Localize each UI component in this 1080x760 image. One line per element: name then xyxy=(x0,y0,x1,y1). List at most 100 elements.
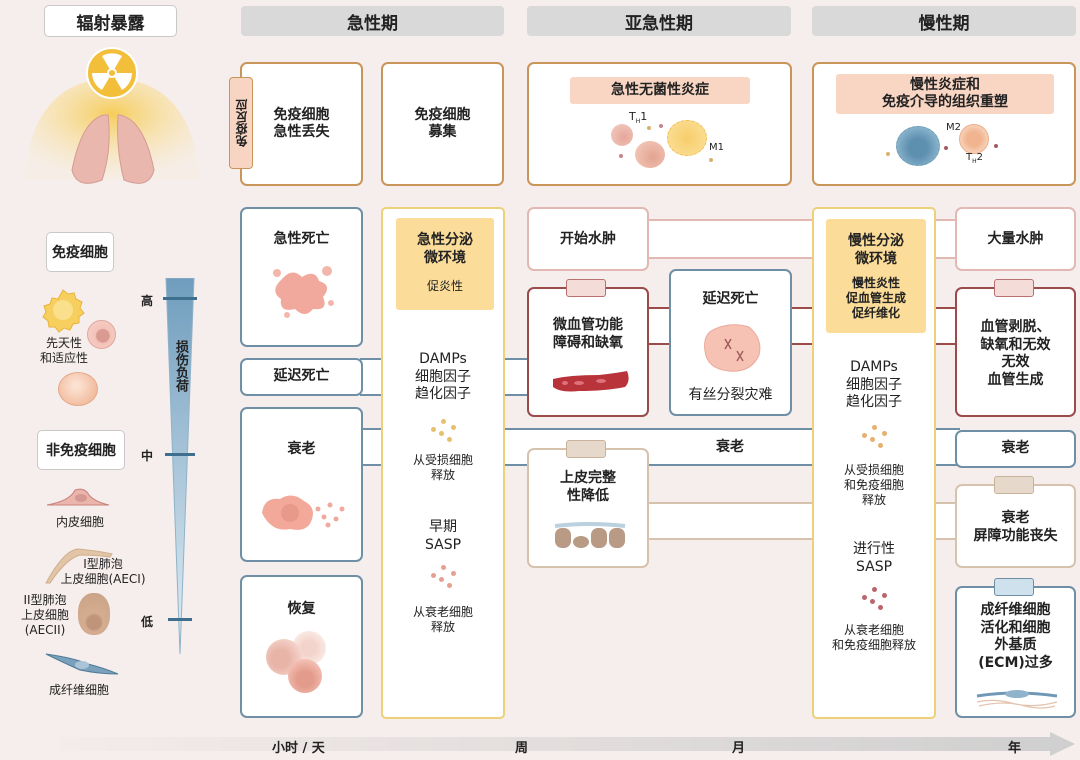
chronic-secretory-column: 慢性分泌 微环境 慢性炎性 促血管生成 促纤维化 DAMPs 细胞因子 趋化因子… xyxy=(812,207,936,719)
epithelial-integrity-card: 上皮完整 性降低 xyxy=(527,448,649,568)
acute-delayed-death-card: 延迟死亡 xyxy=(240,358,363,396)
acute-death-title: 急性死亡 xyxy=(273,231,330,247)
aecii-label: II型肺泡 上皮细胞 (AECII) xyxy=(20,593,69,637)
mitotic-catastrophe-label: 有丝分裂灾难 xyxy=(688,387,773,403)
chronic-factors-source: 从受损细胞 和免疫细胞 释放 xyxy=(843,463,904,507)
non-immune-cells-label: 非免疫细胞 xyxy=(37,430,125,470)
chronic-aeci-tab-icon xyxy=(994,476,1034,494)
blood-vessel-icon xyxy=(549,369,631,393)
acute-secretory-subtitle: 促炎性 xyxy=(426,279,463,293)
fibroblast-tab-icon xyxy=(994,578,1034,596)
acute-factors-list: DAMPs 细胞因子 趋化因子 xyxy=(415,351,471,402)
aeci-label: I型肺泡 上皮细胞(AECI) xyxy=(60,557,146,586)
barrier-loss-title: 衰老 屏障功能丧失 xyxy=(973,510,1058,544)
endothelial-tab-icon xyxy=(566,279,606,297)
th2-label: TH2 xyxy=(966,152,983,165)
level-low-label: 低 xyxy=(141,615,154,629)
chronic-factors-dots-icon xyxy=(860,423,890,449)
progressive-sasp-dots-icon xyxy=(860,585,890,611)
fibroblast-activation-title: 成纤维细胞 活化和细胞 外基质 (ECM)过多 xyxy=(978,602,1053,671)
chronic-senescence-card: 衰老 xyxy=(955,430,1076,468)
chronic-endothelial-tab-icon xyxy=(994,279,1034,297)
m2-label: M2 xyxy=(946,122,961,133)
factors-dots-icon xyxy=(429,417,459,443)
necrotic-cell-icon xyxy=(267,259,337,319)
acute-secretory-column: 急性分泌 微环境 促炎性 DAMPs 细胞因子 趋化因子 从受损细胞 释放 早期… xyxy=(381,207,505,719)
th1-label: TH1 xyxy=(629,110,648,126)
timeline-arrow xyxy=(60,732,1075,756)
vascular-rarefaction-title: 血管剥脱、 缺氧和无效 无效 血管生成 xyxy=(980,319,1051,388)
epithelial-integrity-title: 上皮完整 性降低 xyxy=(560,470,616,504)
damage-wedge xyxy=(165,277,195,655)
chronic-secretory-subtitle: 慢性炎性 促血管生成 促纤维化 xyxy=(845,276,906,320)
progressive-sasp-source: 从衰老细胞 和免疫细胞释放 xyxy=(831,623,916,652)
innate-adaptive-label: 先天性 和适应性 xyxy=(39,336,88,365)
endothelial-label: 内皮细胞 xyxy=(55,515,104,529)
recovery-card: 恢复 xyxy=(240,575,363,718)
senescent-cell-icon xyxy=(258,489,352,534)
immune-recruitment-card: 免疫细胞 募集 xyxy=(381,62,504,186)
immune-cell-icon xyxy=(58,372,98,406)
right-lung-icon xyxy=(117,114,155,184)
damage-burden-label: 损伤负荷 xyxy=(173,340,188,392)
innate-cell-icon xyxy=(38,287,88,333)
m2-th2-cells-illustration: M2 TH2 xyxy=(884,122,1004,172)
timeline-tick-hours-days: 小时 / 天 xyxy=(272,741,325,756)
immune-cells-label: 免疫细胞 xyxy=(46,232,114,272)
chronic-inflammation-card: 慢性炎症和 免疫介导的组织重塑 M2 TH2 xyxy=(812,62,1076,186)
m1-label: M1 xyxy=(709,142,724,153)
fibroblast-activation-card: 成纤维细胞 活化和细胞 外基质 (ECM)过多 xyxy=(955,586,1076,718)
phase-acute: 急性期 xyxy=(241,6,504,36)
immune-response-side-label: 免疫反应 xyxy=(229,77,253,169)
timeline-tick-years: 年 xyxy=(1008,741,1022,756)
level-high-label: 高 xyxy=(141,294,154,308)
subacute-senescence-label: 衰老 xyxy=(716,439,744,456)
early-sasp-label: 早期 SASP xyxy=(424,519,462,553)
epithelial-cells-icon xyxy=(553,522,627,550)
acute-factors-source: 从受损细胞 释放 xyxy=(412,453,473,482)
left-lung-icon xyxy=(71,114,110,184)
sasp-dots-icon xyxy=(429,563,459,589)
chronic-factors-list: DAMPs 细胞因子 趋化因子 xyxy=(846,359,902,410)
fibroblast-cell-icon xyxy=(44,652,120,676)
ecm-fibers-icon xyxy=(975,688,1059,710)
microvascular-title: 微血管功能 障碍和缺氧 xyxy=(553,317,623,351)
radiation-lungs-illustration xyxy=(22,40,202,190)
phase-chronic: 慢性期 xyxy=(812,6,1076,36)
exposure-title: 辐射暴露 xyxy=(44,5,177,37)
level-low-marker xyxy=(168,618,192,621)
chronic-secretory-highlight: 慢性分泌 微环境 慢性炎性 促血管生成 促纤维化 xyxy=(826,219,926,333)
level-high-marker xyxy=(163,297,197,300)
massive-edema-card: 大量水肿 xyxy=(955,207,1076,271)
early-sasp-source: 从衰老细胞 释放 xyxy=(412,605,473,634)
acute-secretory-title: 急性分泌 微环境 xyxy=(417,232,473,266)
aeci-tab-icon xyxy=(566,440,606,458)
acute-senescence-title: 衰老 xyxy=(287,441,316,457)
acute-sterile-inflammation-title: 急性无菌性炎症 xyxy=(570,77,750,104)
adaptive-cell-icon xyxy=(87,320,116,349)
acute-death-card: 急性死亡 xyxy=(240,207,363,347)
immune-acute-loss-card: 免疫细胞 急性丢失 xyxy=(240,62,363,186)
vascular-rarefaction-card: 血管剥脱、 缺氧和无效 无效 血管生成 xyxy=(955,287,1076,417)
acute-senescence-card: 衰老 xyxy=(240,407,363,562)
barrier-loss-card: 衰老 屏障功能丧失 xyxy=(955,484,1076,568)
recovery-title: 恢复 xyxy=(287,601,316,617)
progressive-sasp-label: 进行性 SASP xyxy=(853,541,895,575)
recovering-cells-icon xyxy=(266,629,341,694)
aecii-cell-icon xyxy=(78,593,110,635)
subacute-delayed-death-card: 延迟死亡 有丝分裂灾难 xyxy=(669,269,792,416)
fibroblast-label: 成纤维细胞 xyxy=(48,683,109,697)
th1-m1-cells-illustration: TH1 M1 xyxy=(609,110,724,174)
acute-secretory-highlight: 急性分泌 微环境 促炎性 xyxy=(396,218,494,310)
chronic-secretory-title: 慢性分泌 微环境 xyxy=(848,233,904,267)
mitotic-catastrophe-cell-icon xyxy=(699,319,765,375)
endothelial-cell-icon xyxy=(45,487,111,507)
subacute-delayed-death-title: 延迟死亡 xyxy=(702,291,759,307)
radiation-glow xyxy=(24,78,200,180)
microvascular-dysfunction-card: 微血管功能 障碍和缺氧 xyxy=(527,287,649,417)
timeline-tick-weeks: 周 xyxy=(515,741,529,756)
phase-subacute: 亚急性期 xyxy=(527,6,791,36)
level-medium-label: 中 xyxy=(141,449,154,463)
damage-burden-scale xyxy=(160,277,200,658)
aeci-cell-icon xyxy=(44,545,114,585)
